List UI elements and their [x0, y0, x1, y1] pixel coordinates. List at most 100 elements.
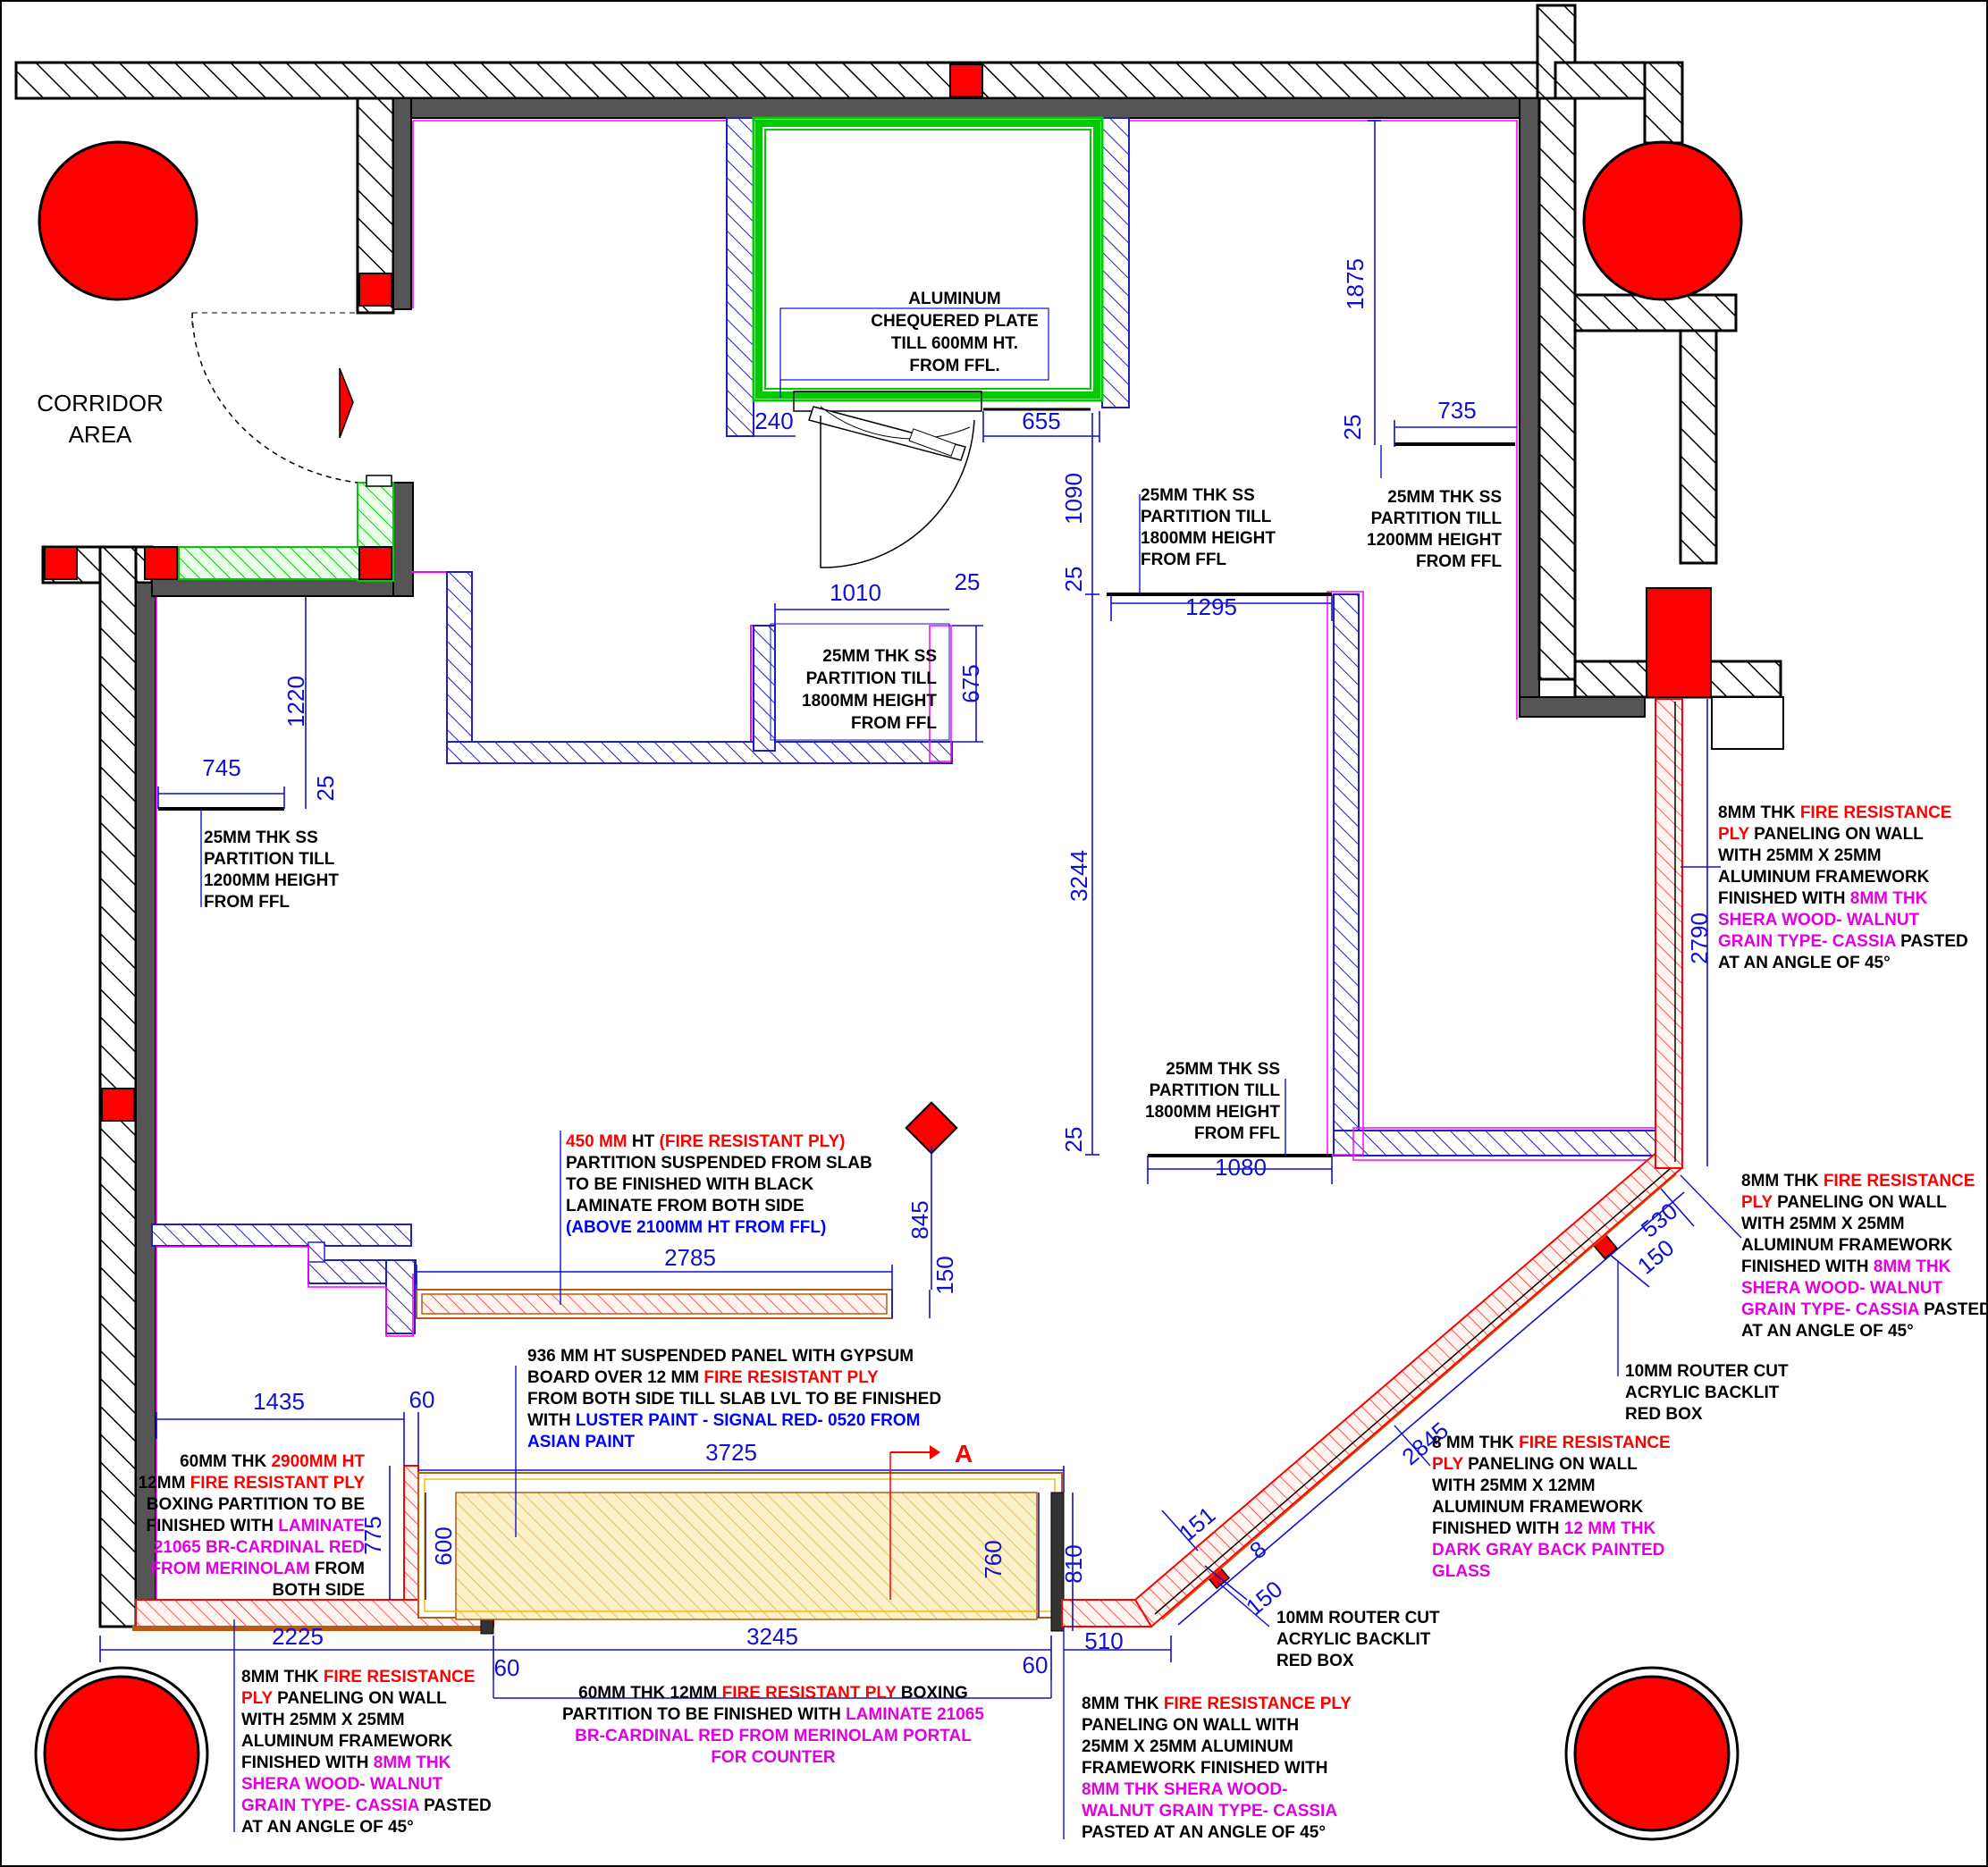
note-ss-top-center-line: FROM FFL — [1141, 551, 1226, 569]
dimension-label: 3244 — [1066, 850, 1092, 902]
note-partition-450-line: 450 MM HT (FIRE RESISTANT PLY) — [566, 1132, 846, 1151]
note-right-lower-line: FINISHED WITH 8MM THK — [1741, 1257, 1951, 1276]
note-boxing-60-line: FINISHED WITH LAMINATE — [146, 1517, 365, 1535]
dimension-label: 675 — [957, 664, 984, 702]
note-glass-panel-line: PLY PANELING ON WALL — [1432, 1455, 1638, 1474]
note-bottom-left-line: 8MM THK FIRE RESISTANCE — [241, 1668, 475, 1686]
note-panel-936-line: BOARD OVER 12 MM FIRE RESISTANT PLY — [527, 1368, 879, 1387]
note-right-upper-line: FINISHED WITH 8MM THK — [1718, 889, 1928, 908]
note-ss-lower-line: FROM FFL — [1194, 1124, 1280, 1143]
note-counter-boxing-line: FOR COUNTER — [711, 1748, 836, 1767]
note-bottom-left-line: SHERA WOOD- WALNUT — [241, 1775, 443, 1794]
note-glass-panel-line: 8 MM THK FIRE RESISTANCE — [1432, 1434, 1671, 1452]
note-ss-left-line: PARTITION TILL — [204, 850, 335, 869]
note-right-upper-line: PLY PANELING ON WALL — [1718, 825, 1924, 844]
note-right-lower-line: PLY PANELING ON WALL — [1741, 1193, 1947, 1212]
dimension-label: 60 — [409, 1386, 435, 1413]
dimension-label: 3725 — [705, 1439, 757, 1466]
dimension-label: 150 — [931, 1256, 958, 1294]
dimension-label: 3245 — [746, 1623, 798, 1650]
note-glass-panel-line: FINISHED WITH 12 MM THK — [1432, 1519, 1655, 1538]
note-right-lower-line: SHERA WOOD- WALNUT — [1741, 1279, 1943, 1298]
note-ss-top-center-line: 1800MM HEIGHT — [1141, 529, 1276, 548]
section-marker-a: A — [955, 1440, 973, 1468]
dimension-label: 1080 — [1215, 1154, 1267, 1181]
dimension-label: 1220 — [282, 676, 309, 727]
dimension-label: 2225 — [272, 1623, 324, 1650]
note-right-lower-line: GRAIN TYPE- CASSIA PASTED — [1741, 1300, 1988, 1319]
note-panel-936-line: WITH LUSTER PAINT - SIGNAL RED- 0520 FRO… — [527, 1411, 921, 1430]
note-ss-left-line: 25MM THK SS — [204, 828, 318, 847]
note-ss-mid-line: FROM FFL — [851, 714, 937, 733]
note-aluminum-line: CHEQUERED PLATE — [871, 312, 1039, 331]
note-partition-450-line: LAMINATE FROM BOTH SIDE — [566, 1197, 804, 1215]
note-ss-lower-line: 1800MM HEIGHT — [1145, 1103, 1280, 1122]
dimension-label: 1875 — [1342, 258, 1369, 310]
dimension-label: 600 — [430, 1526, 457, 1565]
structural-columns — [34, 140, 1743, 1841]
note-ss-top-right-line: PARTITION TILL — [1371, 509, 1503, 528]
note-bottom-center-line: WALNUT GRAIN TYPE- CASSIA — [1082, 1802, 1337, 1821]
note-counter-boxing-line: PARTITION TO BE FINISHED WITH LAMINATE 2… — [562, 1705, 984, 1724]
note-right-upper-line: SHERA WOOD- WALNUT — [1718, 911, 1920, 929]
note-partition-450-line: PARTITION SUSPENDED FROM SLAB — [566, 1154, 872, 1173]
note-bottom-left-line: FINISHED WITH 8MM THK — [241, 1753, 451, 1772]
note-panel-936-line: FROM BOTH SIDE TILL SLAB LVL TO BE FINIS… — [527, 1390, 941, 1409]
note-glass-panel-line: ALUMINUM FRAMEWORK — [1432, 1498, 1644, 1517]
dimension-label: 655 — [1022, 408, 1060, 434]
note-boxing-60-line: 21065 BR-CARDINAL RED — [154, 1538, 365, 1557]
dimension-label: 1090 — [1060, 473, 1087, 525]
dimension-label: 240 — [754, 408, 793, 434]
note-ss-top-right-line: FROM FFL — [1416, 552, 1502, 571]
dimension-label: 25 — [312, 776, 339, 802]
note-router-lower-line: RED BOX — [1276, 1652, 1354, 1670]
note-boxing-60-line: 12MM FIRE RESISTANT PLY — [139, 1474, 366, 1493]
note-ss-top-center-line: PARTITION TILL — [1141, 508, 1272, 526]
note-boxing-60-line: BOTH SIDE — [273, 1581, 365, 1600]
note-bottom-left-line: WITH 25MM X 25MM — [241, 1711, 405, 1729]
dimension-label: 845 — [906, 1200, 933, 1239]
note-aluminum-line: ALUMINUM — [908, 290, 1000, 308]
dimension-label: 760 — [980, 1540, 1007, 1578]
note-bottom-center-line: PASTED AT AN ANGLE OF 45° — [1082, 1823, 1326, 1842]
dimension-label: 60 — [1023, 1652, 1049, 1678]
counter-and-paneling — [132, 698, 1683, 1635]
note-bottom-center-line: FRAMEWORK FINISHED WITH — [1082, 1759, 1327, 1778]
note-partition-450-line: TO BE FINISHED WITH BLACK — [566, 1175, 814, 1194]
column-markers — [44, 63, 1712, 1590]
note-ss-top-right-line: 25MM THK SS — [1387, 488, 1502, 507]
note-ss-mid-line: 1800MM HEIGHT — [802, 692, 937, 711]
note-counter-boxing-line: 60MM THK 12MM FIRE RESISTANT PLY BOXING — [578, 1684, 968, 1703]
dimension-label: 25 — [955, 568, 981, 595]
main-door — [191, 312, 392, 487]
dimension-label: 150 — [1632, 1234, 1680, 1280]
dimension-label: 735 — [1437, 397, 1476, 424]
note-panel-936-line: ASIAN PAINT — [527, 1433, 635, 1451]
dimension-label: 775 — [359, 1516, 386, 1554]
note-ss-top-right-line: 1200MM HEIGHT — [1367, 531, 1502, 550]
dimension-label: 745 — [202, 754, 240, 781]
note-right-upper-line: ALUMINUM FRAMEWORK — [1718, 868, 1930, 887]
note-router-lower-line: ACRYLIC BACKLIT — [1276, 1630, 1431, 1649]
corridor-label-2: AREA — [69, 421, 132, 448]
note-right-upper-line: WITH 25MM X 25MM — [1718, 846, 1882, 865]
dimension-label: 25 — [1339, 415, 1366, 441]
note-bottom-left-line: AT AN ANGLE OF 45° — [241, 1818, 414, 1837]
note-right-upper-line: 8MM THK FIRE RESISTANCE — [1718, 803, 1951, 822]
exterior-walls — [14, 4, 1784, 1628]
leader-lines — [200, 307, 1742, 1839]
note-glass-panel-line: DARK GRAY BACK PAINTED — [1432, 1541, 1664, 1560]
note-right-lower-line: WITH 25MM X 25MM — [1741, 1215, 1905, 1233]
note-right-lower-line: 8MM THK FIRE RESISTANCE — [1741, 1172, 1975, 1190]
dimension-label: 60 — [494, 1654, 520, 1681]
note-boxing-60-line: 60MM THK 2900MM HT — [180, 1452, 365, 1471]
note-right-upper-line: GRAIN TYPE- CASSIA PASTED — [1718, 932, 1968, 951]
dimension-label: 25 — [1060, 1127, 1087, 1153]
note-panel-936-line: 936 MM HT SUSPENDED PANEL WITH GYPSUM — [527, 1347, 914, 1366]
note-router-upper-line: ACRYLIC BACKLIT — [1625, 1383, 1780, 1402]
note-ss-lower-line: PARTITION TILL — [1150, 1081, 1281, 1100]
note-router-lower-line: 10MM ROUTER CUT — [1276, 1609, 1440, 1627]
dimension-label: 1435 — [253, 1388, 305, 1415]
